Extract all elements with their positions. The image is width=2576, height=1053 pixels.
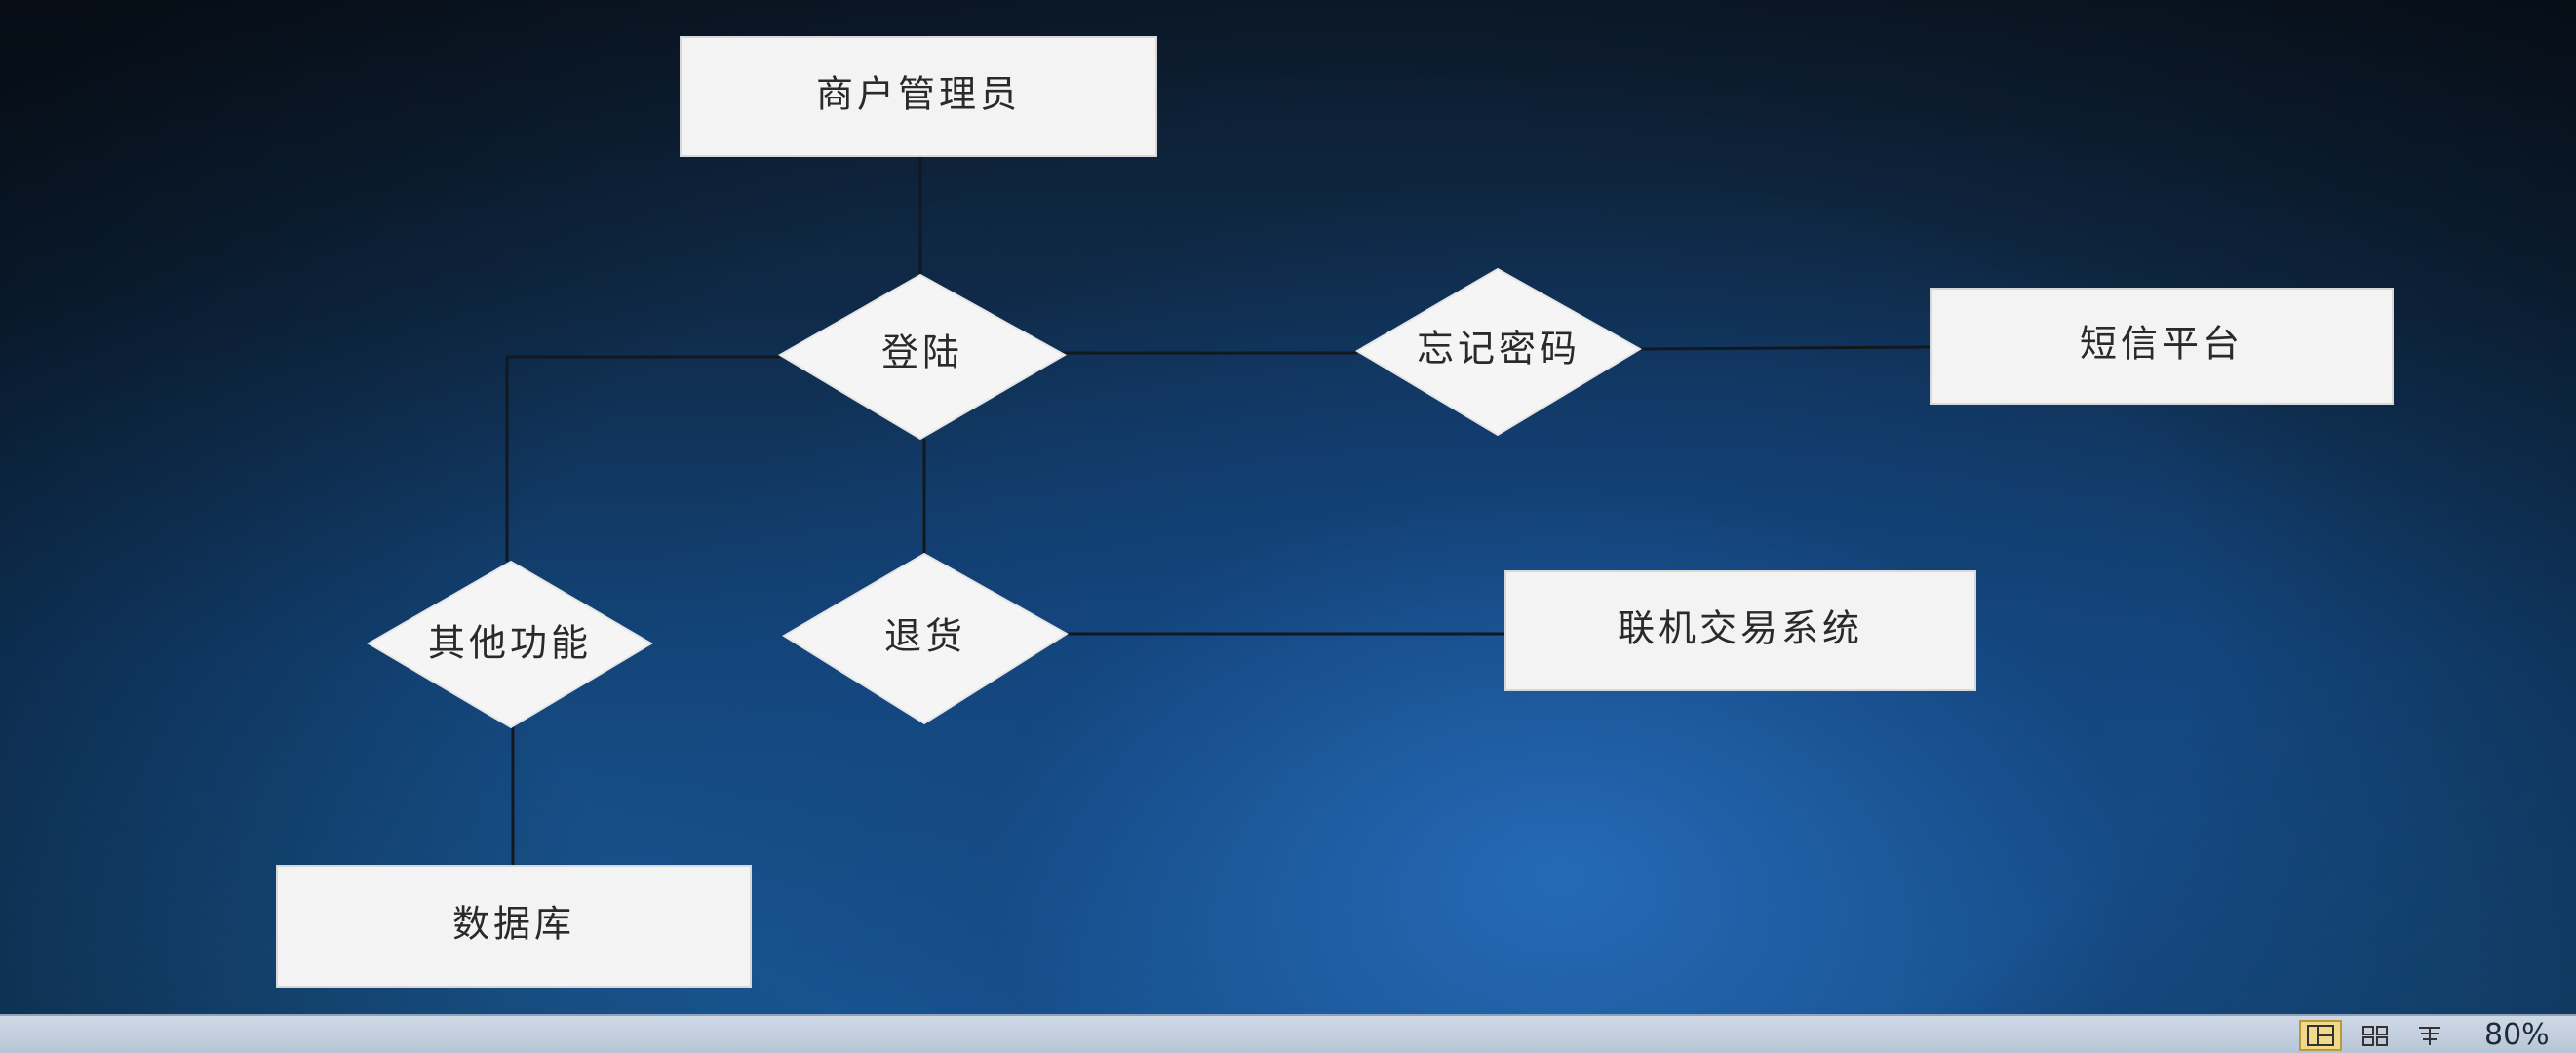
node-return-goods-label: 退货 xyxy=(884,615,966,658)
node-sms-platform[interactable]: 短信平台 xyxy=(1930,288,2394,405)
web-layout-icon[interactable] xyxy=(2354,1020,2397,1051)
node-online-trading-system-label: 联机交易系统 xyxy=(1618,607,1863,650)
edge-forgot-sms xyxy=(1637,345,1932,351)
outline-view-icon[interactable] xyxy=(2408,1020,2451,1051)
node-login-label: 登陆 xyxy=(881,332,963,374)
node-login[interactable]: 登陆 xyxy=(778,273,1068,441)
edge-login-other xyxy=(505,355,780,562)
node-forgot-password[interactable]: 忘记密码 xyxy=(1355,267,1642,437)
node-online-trading-system[interactable]: 联机交易系统 xyxy=(1504,570,1976,691)
node-merchant-admin-label: 商户管理员 xyxy=(816,73,1021,116)
print-layout-icon[interactable] xyxy=(2299,1020,2342,1051)
node-sms-platform-label: 短信平台 xyxy=(2080,323,2244,366)
edges xyxy=(505,156,1932,866)
node-database[interactable]: 数据库 xyxy=(276,865,752,988)
status-bar: 80% xyxy=(0,1014,2576,1053)
flowchart: 商户管理员 短信平台 联机交易系统 数据库 登陆 忘记密码 退货 xyxy=(276,36,2394,988)
node-return-goods[interactable]: 退货 xyxy=(782,552,1069,725)
node-database-label: 数据库 xyxy=(452,903,575,946)
zoom-level[interactable]: 80% xyxy=(2484,1018,2550,1052)
node-forgot-password-label: 忘记密码 xyxy=(1417,328,1581,370)
node-merchant-admin[interactable]: 商户管理员 xyxy=(680,36,1157,157)
screen-vignette xyxy=(0,0,2576,1014)
node-other-functions-label: 其他功能 xyxy=(428,622,592,665)
node-other-functions[interactable]: 其他功能 xyxy=(367,560,653,729)
